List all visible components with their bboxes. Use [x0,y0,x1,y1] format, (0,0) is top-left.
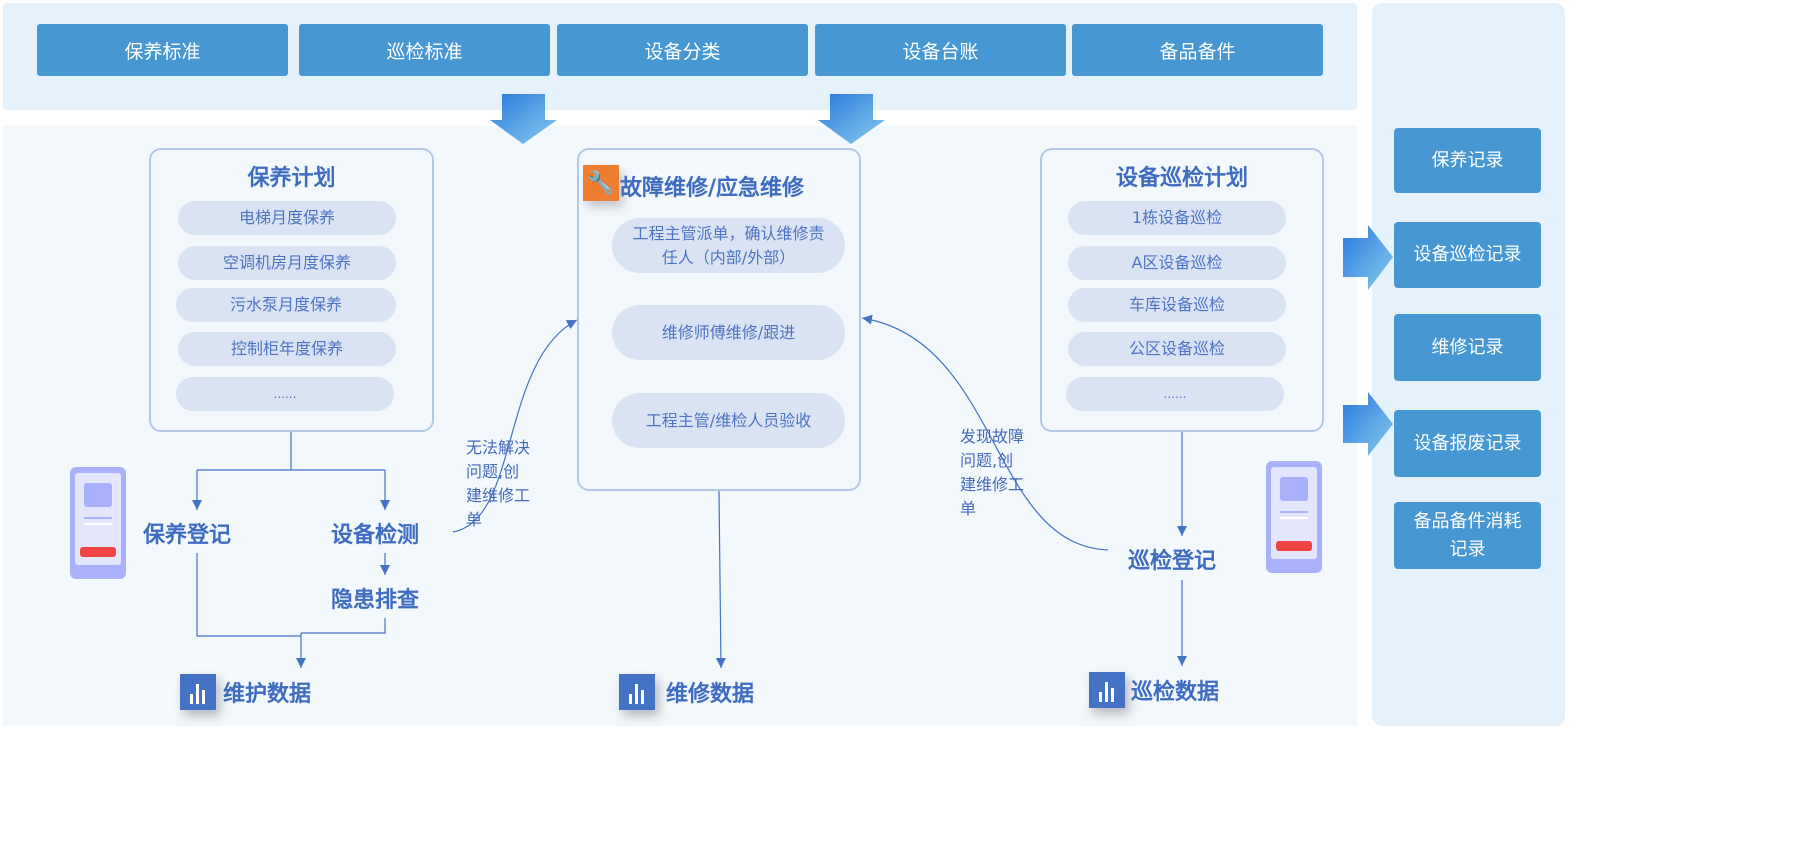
repair-data: 维修数据 [666,682,755,707]
repair-title: 故障维修/应急维修 [620,176,805,201]
right-arrow-2 [1343,392,1393,456]
bar-chart-icon [619,674,655,710]
maintenance-register: 保养登记 [143,523,232,548]
maintenance-data: 维护数据 [223,682,312,707]
bar-chart-icon [180,674,216,710]
inspection-data: 巡检数据 [1131,680,1220,705]
equipment-ledger-button[interactable]: 设备台账 [815,24,1066,76]
down-arrow-1 [490,94,557,144]
inspection-plan-title: 设备巡检计划 [1115,166,1248,191]
inspection-item[interactable]: 公区设备巡检 [1068,332,1286,366]
inspection-item[interactable]: 车库设备巡检 [1068,288,1286,322]
plan-item[interactable]: 空调机房月度保养 [178,246,396,280]
inspection-item[interactable]: 1栋设备巡检 [1068,201,1286,235]
inspection-record-button[interactable]: 设备巡检记录 [1394,222,1541,288]
repair-step: 工程主管派单，确认维修责任人（内部/外部） [612,218,845,273]
equipment-category-button[interactable]: 设备分类 [557,24,808,76]
inspection-item[interactable]: A区设备巡检 [1068,246,1286,280]
scrap-record-button[interactable]: 设备报废记录 [1394,410,1541,477]
inspection-standard-button[interactable]: 巡检标准 [299,24,550,76]
inspection-register: 巡检登记 [1128,549,1217,574]
phone-icon [1266,461,1322,573]
wrench-gear-icon: 🔧 [583,165,619,201]
maintenance-record-button[interactable]: 保养记录 [1394,128,1541,193]
plan-item[interactable]: 控制柜年度保养 [178,332,396,366]
repair-step: 工程主管/维检人员验收 [612,393,845,448]
maintenance-plan-title: 保养计划 [247,166,336,191]
note-unresolved: 无法解决问题,创建维修工单 [466,438,531,529]
equipment-check: 设备检测 [331,523,420,548]
right-arrow-1 [1343,225,1393,290]
note-fault-found: 发现故障问题,创建维修工单 [960,427,1025,518]
plan-item[interactable]: ...... [176,377,394,411]
inspection-item[interactable]: ...... [1066,377,1284,411]
plan-item[interactable]: 电梯月度保养 [178,201,396,235]
repair-step: 维修师傅维修/跟进 [612,305,845,360]
spare-parts-button[interactable]: 备品备件 [1072,24,1323,76]
repair-record-button[interactable]: 维修记录 [1394,314,1541,381]
down-arrow-2 [818,94,885,144]
plan-item[interactable]: 污水泵月度保养 [176,288,396,322]
phone-icon [70,467,126,579]
hazard-check: 隐患排查 [331,588,420,613]
bar-chart-icon [1089,672,1125,708]
spare-consumption-record-button[interactable]: 备品备件消耗记录 [1394,502,1541,569]
maintenance-standard-button[interactable]: 保养标准 [37,24,288,76]
